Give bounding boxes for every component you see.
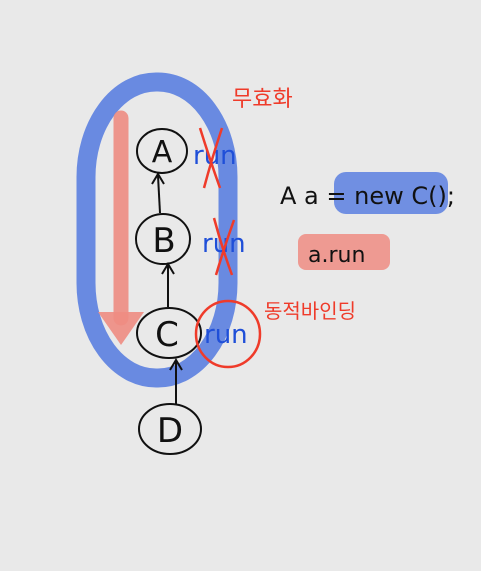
node-d-label: D (157, 411, 183, 451)
node-a-method: run (193, 141, 237, 171)
arrow-d-to-c (169, 358, 183, 404)
node-b-circle (135, 213, 191, 265)
c-run-red-circle (194, 299, 262, 369)
red-downward-arrow (98, 110, 144, 345)
code-highlight-red (298, 234, 390, 270)
arrow-b-to-a (151, 172, 165, 214)
code-call: a.run (308, 243, 365, 268)
disabled-note: 무효화 (232, 87, 293, 112)
node-c-circle (136, 307, 202, 359)
node-a-label: A (152, 135, 173, 170)
dynamic-binding-note: 동적바인딩 (264, 299, 356, 323)
blue-hierarchy-highlight (76, 72, 238, 388)
cross-a-run (198, 127, 224, 189)
node-a-circle (136, 128, 188, 174)
code-highlight-blue (334, 172, 448, 214)
arrow-c-to-b (161, 262, 175, 307)
node-c-label: C (155, 315, 179, 355)
node-b-label: B (152, 221, 175, 261)
node-c-method: run (204, 320, 248, 350)
node-d-circle (138, 403, 202, 455)
cross-b-run (212, 217, 236, 276)
code-declaration: A a = new C(); (280, 182, 455, 210)
